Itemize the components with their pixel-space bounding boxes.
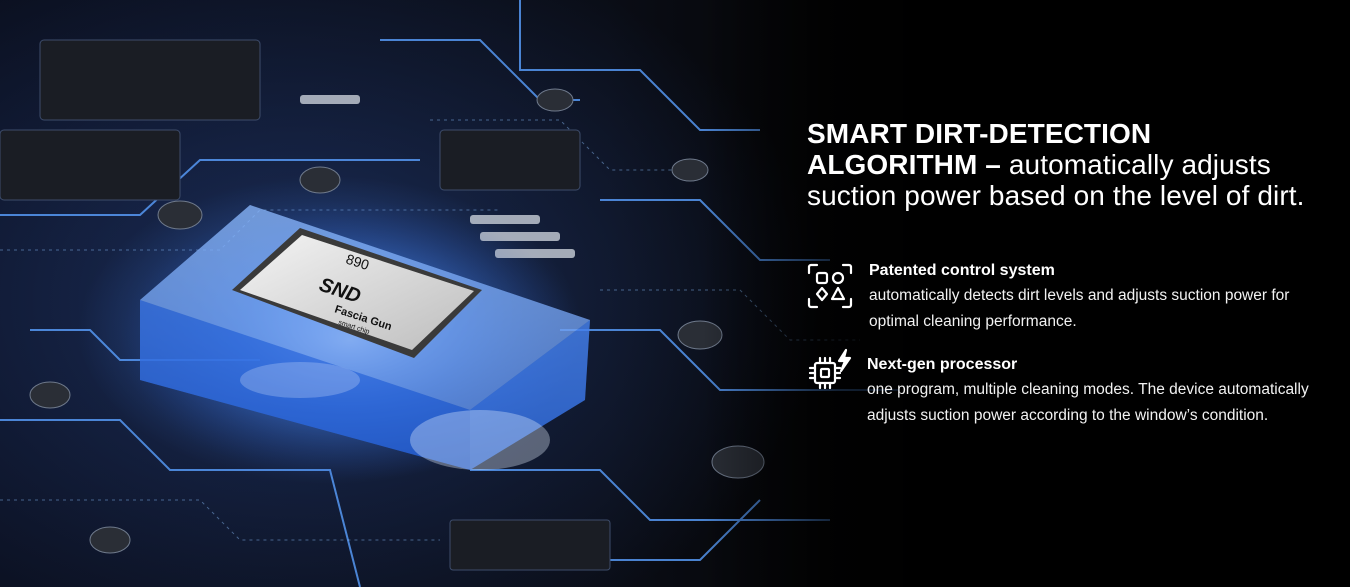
- headline: SMART DIRT-DETECTION ALGORITHM – automat…: [807, 118, 1327, 211]
- feature-content: SMART DIRT-DETECTION ALGORITHM – automat…: [807, 118, 1327, 429]
- feature-description: automatically detects dirt levels and ad…: [869, 287, 1290, 330]
- feature-title: Next-gen processor: [867, 356, 1018, 373]
- feature-next-gen-processor: Next-gen processor one program, multiple…: [807, 348, 1327, 429]
- headline-text: automatically adjusts suction power base…: [807, 149, 1305, 211]
- feature-patented-control-system: Patented control system automatically de…: [807, 261, 1327, 335]
- headline-bold: SMART DIRT-DETECTION ALGORITHM –: [807, 118, 1152, 180]
- chip-bolt-icon: [808, 348, 852, 390]
- feature-title: Patented control system: [869, 262, 1055, 279]
- shapes-scan-icon: [807, 263, 853, 309]
- feature-description: one program, multiple cleaning modes. Th…: [867, 381, 1309, 424]
